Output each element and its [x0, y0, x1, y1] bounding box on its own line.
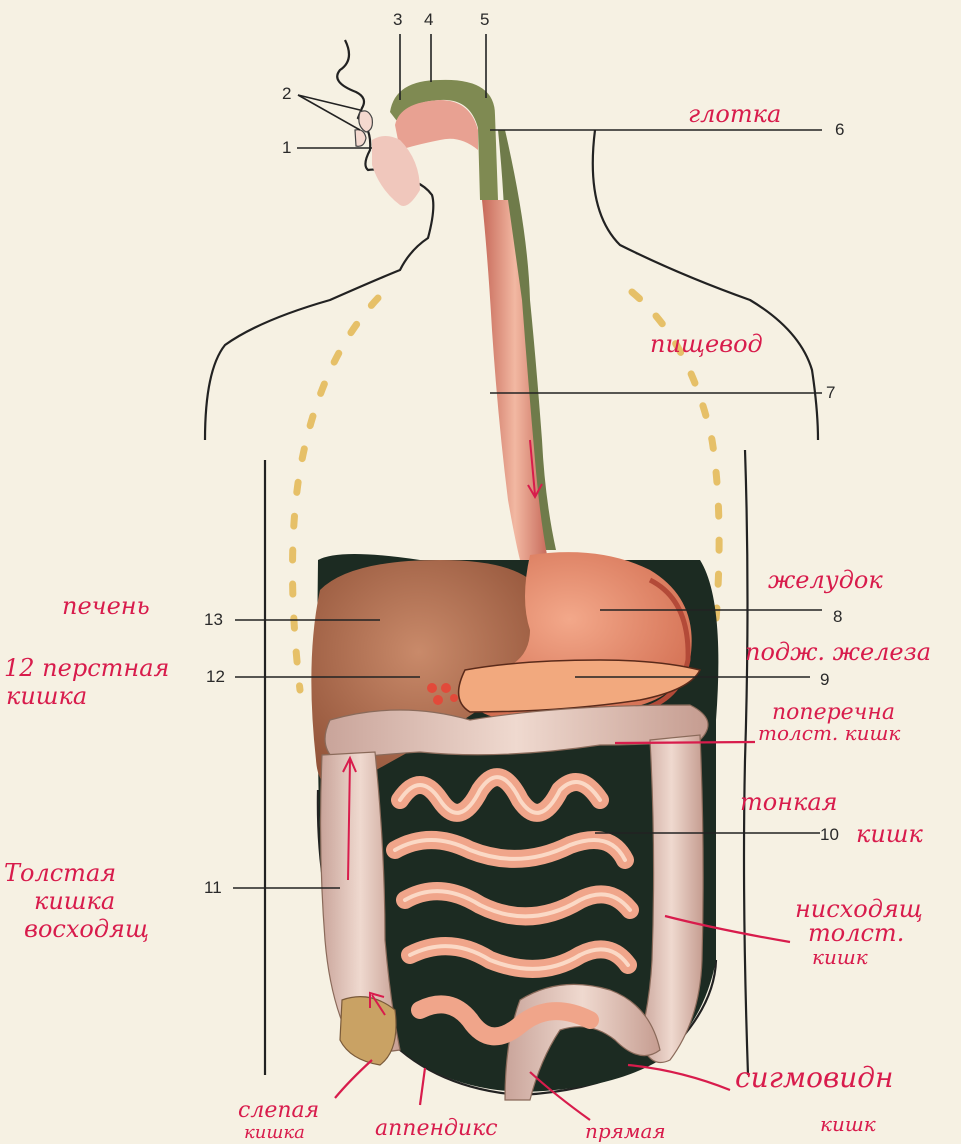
note-jejunum-2: кишк	[856, 822, 923, 846]
note-sigmoid-2: кишк	[820, 1112, 876, 1136]
cecum	[340, 997, 396, 1065]
label-number-10: 10	[820, 825, 839, 845]
label-number-7: 7	[826, 383, 835, 403]
label-number-6: 6	[835, 120, 844, 140]
note-appendix: аппендикс	[375, 1118, 498, 1140]
label-number-3: 3	[393, 10, 402, 30]
label-number-5: 5	[480, 10, 489, 30]
note-cecum-2: кишка	[244, 1122, 305, 1144]
note-ascending-2: кишка	[34, 890, 115, 912]
note-pharynx: глотка	[688, 102, 781, 126]
esophagus-tube	[482, 200, 548, 560]
note-duodenum-2: кишка	[6, 684, 87, 708]
note-sigmoid-1: сигмовидн	[735, 1066, 893, 1090]
note-descending-2: толст.	[808, 922, 904, 944]
note-pancreas: подж. железа	[745, 640, 931, 664]
label-number-13: 13	[204, 610, 223, 630]
label-number-9: 9	[820, 670, 829, 690]
note-transverse-colon-2: толст. кишк	[758, 722, 900, 744]
note-descending-3: кишк	[812, 946, 868, 968]
note-ascending-3: восходящ	[24, 918, 149, 940]
label-number-4: 4	[424, 10, 433, 30]
note-liver: печень	[62, 594, 150, 618]
label-number-1: 1	[282, 138, 291, 158]
head-cavity	[355, 80, 498, 206]
note-esophagus: пищевод	[650, 332, 763, 356]
label-number-8: 8	[833, 607, 842, 627]
note-rectum: прямая	[585, 1120, 666, 1142]
label-number-11: 11	[204, 878, 222, 898]
label-number-2: 2	[282, 84, 291, 104]
note-descending-1: нисходящ	[795, 898, 923, 920]
note-stomach: желудок	[768, 568, 883, 592]
note-ascending-1: Толстая	[4, 862, 116, 884]
note-duodenum-1: 12 перстная	[4, 656, 169, 680]
note-cecum-1: слепая	[238, 1100, 319, 1122]
label-number-12: 12	[206, 667, 225, 687]
note-jejunum-1: тонкая	[740, 790, 838, 814]
